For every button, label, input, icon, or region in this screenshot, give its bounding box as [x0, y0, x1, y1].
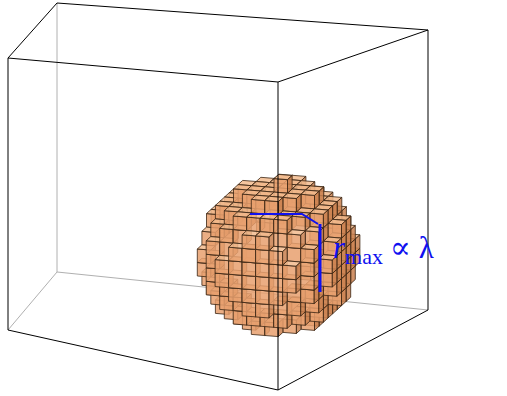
voxel-face — [274, 179, 288, 194]
voxel-face — [301, 231, 306, 249]
voxel-face — [287, 301, 301, 316]
voxel-face — [269, 278, 283, 293]
voxel-sphere — [197, 174, 360, 336]
voxel-face — [283, 197, 297, 212]
voxel-face — [315, 191, 320, 209]
voxel-face — [269, 251, 283, 266]
voxel-face — [287, 216, 292, 234]
voxel-face — [328, 206, 333, 224]
voxel-face — [283, 265, 297, 280]
voxel-face — [301, 194, 315, 209]
voxel-face — [215, 260, 229, 275]
voxel-face — [287, 234, 301, 249]
voxel-face — [260, 218, 274, 233]
voxel-face — [319, 187, 324, 205]
voxel-face — [242, 302, 256, 317]
hidden-box-edges — [8, 3, 428, 330]
voxel-face — [284, 197, 298, 212]
voxel-face — [283, 247, 288, 265]
voxel-face — [351, 226, 356, 244]
voxel-face — [346, 216, 351, 234]
box-edges — [8, 3, 428, 390]
voxel-face — [215, 273, 229, 288]
voxel-face — [314, 245, 319, 263]
voxel-face — [292, 216, 306, 231]
voxel-face — [301, 194, 315, 209]
voxel-face — [256, 236, 270, 251]
voxel-face — [252, 199, 266, 214]
voxel-face — [283, 279, 297, 294]
voxel-face — [229, 247, 243, 262]
voxel-face — [256, 276, 270, 291]
voxel-face — [256, 249, 270, 264]
voxel-face — [288, 176, 293, 194]
voxel-face — [265, 201, 279, 216]
voxel-face — [301, 262, 315, 277]
voxel-face — [256, 290, 270, 305]
voxel-face — [301, 249, 315, 264]
voxel-face — [323, 210, 328, 228]
voxel-face — [269, 291, 283, 306]
voxel-face — [287, 247, 301, 262]
voxel-face — [296, 262, 301, 280]
voxel-face — [278, 197, 283, 215]
radius-bracket — [250, 214, 320, 292]
voxel-face — [229, 288, 243, 303]
voxel-face — [256, 263, 270, 278]
voxel-face — [242, 262, 256, 277]
voxel-face — [274, 219, 288, 234]
voxel-face — [301, 276, 315, 291]
voxel-face — [229, 261, 243, 276]
voxel-face — [333, 202, 338, 220]
voxel-face — [251, 199, 264, 214]
voxel-face — [269, 264, 283, 279]
voxel-face — [233, 216, 247, 231]
voxel-face — [337, 197, 342, 215]
voxel-face — [274, 178, 288, 193]
voxel-face — [288, 301, 302, 316]
voxel-face — [296, 194, 301, 212]
voxel-face — [242, 289, 256, 304]
radius-label: rmax∝ λ — [333, 232, 434, 268]
voxel-face — [301, 289, 315, 304]
label-text: r — [333, 230, 345, 265]
label-text: ∝ λ — [383, 230, 434, 265]
voxel-face — [269, 233, 274, 251]
voxel-face — [242, 235, 256, 250]
voxel-face — [220, 228, 234, 243]
voxel-face — [229, 274, 243, 289]
label-text: max — [345, 244, 383, 269]
voxel-face — [242, 275, 256, 290]
voxel-face — [242, 248, 256, 263]
voxel-face — [274, 233, 288, 248]
voxel-face — [206, 241, 220, 256]
voxel-face — [247, 217, 261, 232]
voxel-face — [242, 248, 256, 263]
voxel-face — [220, 228, 234, 243]
voxel-face — [305, 231, 319, 246]
voxel-face — [274, 314, 288, 329]
voxel-face — [256, 303, 270, 318]
